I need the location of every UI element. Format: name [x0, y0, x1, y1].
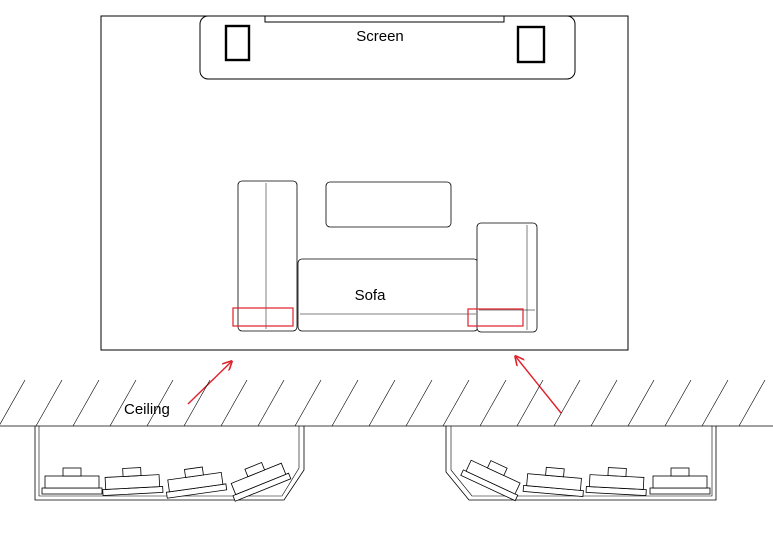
- speaker-icon: [649, 467, 711, 495]
- front-right-speaker-icon: [516, 25, 546, 64]
- hatch-line: [368, 379, 396, 427]
- right-box-outer: [445, 426, 717, 501]
- hatch-line: [405, 379, 433, 427]
- hatch-line: [442, 379, 470, 427]
- speaker-icon: [41, 467, 103, 495]
- hatch-line: [183, 379, 211, 427]
- hatch-line: [553, 379, 581, 427]
- screen-panel: [264, 15, 505, 23]
- rear-left-speaker-highlight: [232, 307, 294, 327]
- sofa-left-section: [237, 180, 298, 332]
- hatch-line: [220, 379, 248, 427]
- sofa-middle-section: [297, 258, 479, 332]
- coffee-table: [325, 181, 452, 228]
- hatch-line: [35, 379, 63, 427]
- hatch-line: [0, 379, 26, 425]
- sofa-right-section: [476, 222, 538, 333]
- front-left-speaker-icon: [224, 24, 251, 62]
- screen-unit: Screen: [199, 15, 576, 80]
- hatch-line: [257, 379, 285, 427]
- hatch-line: [627, 379, 655, 427]
- screen-label: Screen: [356, 28, 404, 45]
- sofa-label: Sofa: [355, 287, 387, 304]
- hatch-line: [516, 379, 544, 427]
- hatch-line: [479, 379, 507, 427]
- left-ceiling-speaker-box: [34, 426, 305, 502]
- sofa: Sofa: [237, 180, 538, 333]
- speaker-icon: [230, 462, 292, 502]
- hatch-line: [738, 379, 766, 427]
- hatch-line: [701, 379, 729, 427]
- ceiling-hatching: [0, 379, 766, 427]
- left-box-outer: [34, 426, 305, 501]
- speaker-icon: [585, 467, 647, 496]
- hatch-line: [664, 379, 692, 427]
- hatch-line: [109, 379, 137, 427]
- left-box-inner: [38, 426, 300, 497]
- speaker-icon: [460, 459, 521, 502]
- speaker-icon: [522, 466, 584, 498]
- rear-right-speaker-highlight: [467, 308, 524, 327]
- speaker-icon: [166, 466, 228, 499]
- ceiling-label: Ceiling: [124, 401, 170, 418]
- hatch-line: [146, 379, 174, 427]
- right-box-inner: [450, 426, 713, 497]
- left-arrow-up-icon: [187, 362, 231, 405]
- hatch-line: [294, 379, 322, 427]
- right-arrow-up-icon: [516, 357, 562, 414]
- hatch-line: [72, 379, 100, 427]
- right-ceiling-speaker-box: [445, 426, 717, 502]
- speaker-icon: [102, 467, 164, 496]
- room-plan: Screen Sofa: [100, 15, 629, 351]
- hatch-line: [331, 379, 359, 427]
- hatch-line: [590, 379, 618, 427]
